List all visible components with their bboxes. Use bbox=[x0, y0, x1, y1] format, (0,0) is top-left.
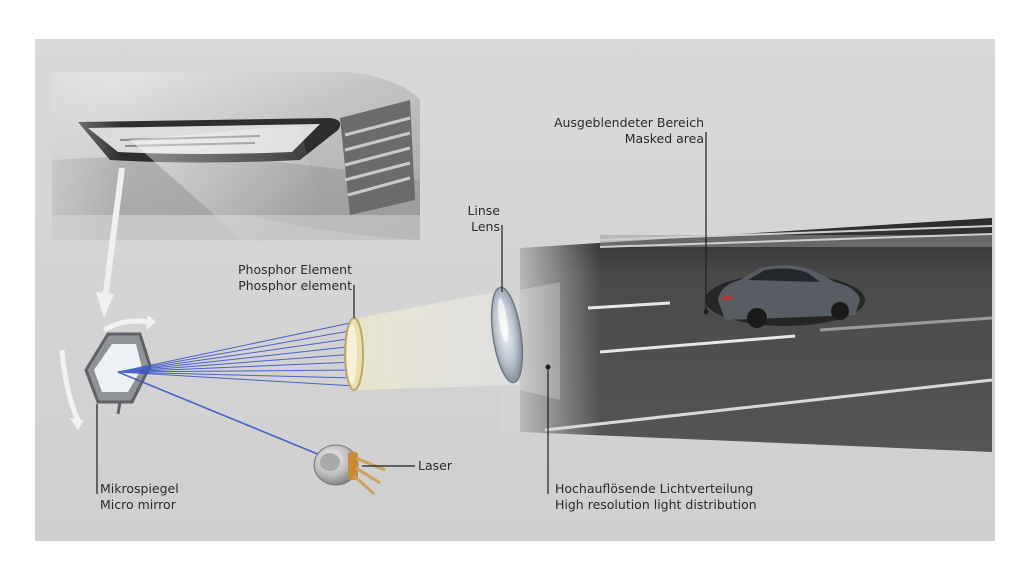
label-phosphor-de: Phosphor Element bbox=[238, 262, 352, 277]
label-light-distribution-en: High resolution light distribution bbox=[555, 497, 757, 512]
label-micro-mirror-en: Micro mirror bbox=[100, 497, 176, 512]
label-phosphor: Phosphor Element Phosphor element bbox=[212, 262, 352, 294]
label-lens-en: Lens bbox=[471, 219, 500, 234]
label-laser-text: Laser bbox=[418, 458, 452, 473]
lens-component bbox=[490, 286, 524, 384]
leader-dots bbox=[545, 309, 709, 370]
label-light-distribution: Hochauflösende Lichtverteilung High reso… bbox=[555, 481, 757, 513]
label-masked-area: Ausgeblendeter Bereich Masked area bbox=[548, 115, 704, 147]
label-lens: Linse Lens bbox=[440, 203, 500, 235]
label-light-distribution-de: Hochauflösende Lichtverteilung bbox=[555, 481, 754, 496]
label-laser: Laser bbox=[418, 458, 452, 474]
laser-diode-component bbox=[313, 444, 386, 496]
label-micro-mirror: Mikrospiegel Micro mirror bbox=[100, 481, 179, 513]
headlight-illustration bbox=[52, 72, 422, 255]
light-cone bbox=[358, 290, 520, 390]
laser-beams bbox=[117, 321, 356, 456]
label-masked-area-de: Ausgeblendeter Bereich bbox=[553, 115, 704, 130]
car-masked-area bbox=[705, 265, 865, 328]
label-micro-mirror-de: Mikrospiegel bbox=[100, 481, 179, 496]
road-scene bbox=[500, 218, 993, 452]
pointer-arrow bbox=[102, 167, 125, 301]
label-lens-de: Linse bbox=[467, 203, 500, 218]
leader-lines bbox=[96, 132, 707, 494]
micro-mirror-component bbox=[59, 315, 156, 430]
label-phosphor-en: Phosphor element bbox=[238, 278, 352, 293]
phosphor-element-component bbox=[344, 317, 364, 391]
label-masked-area-en: Masked area bbox=[624, 131, 704, 146]
